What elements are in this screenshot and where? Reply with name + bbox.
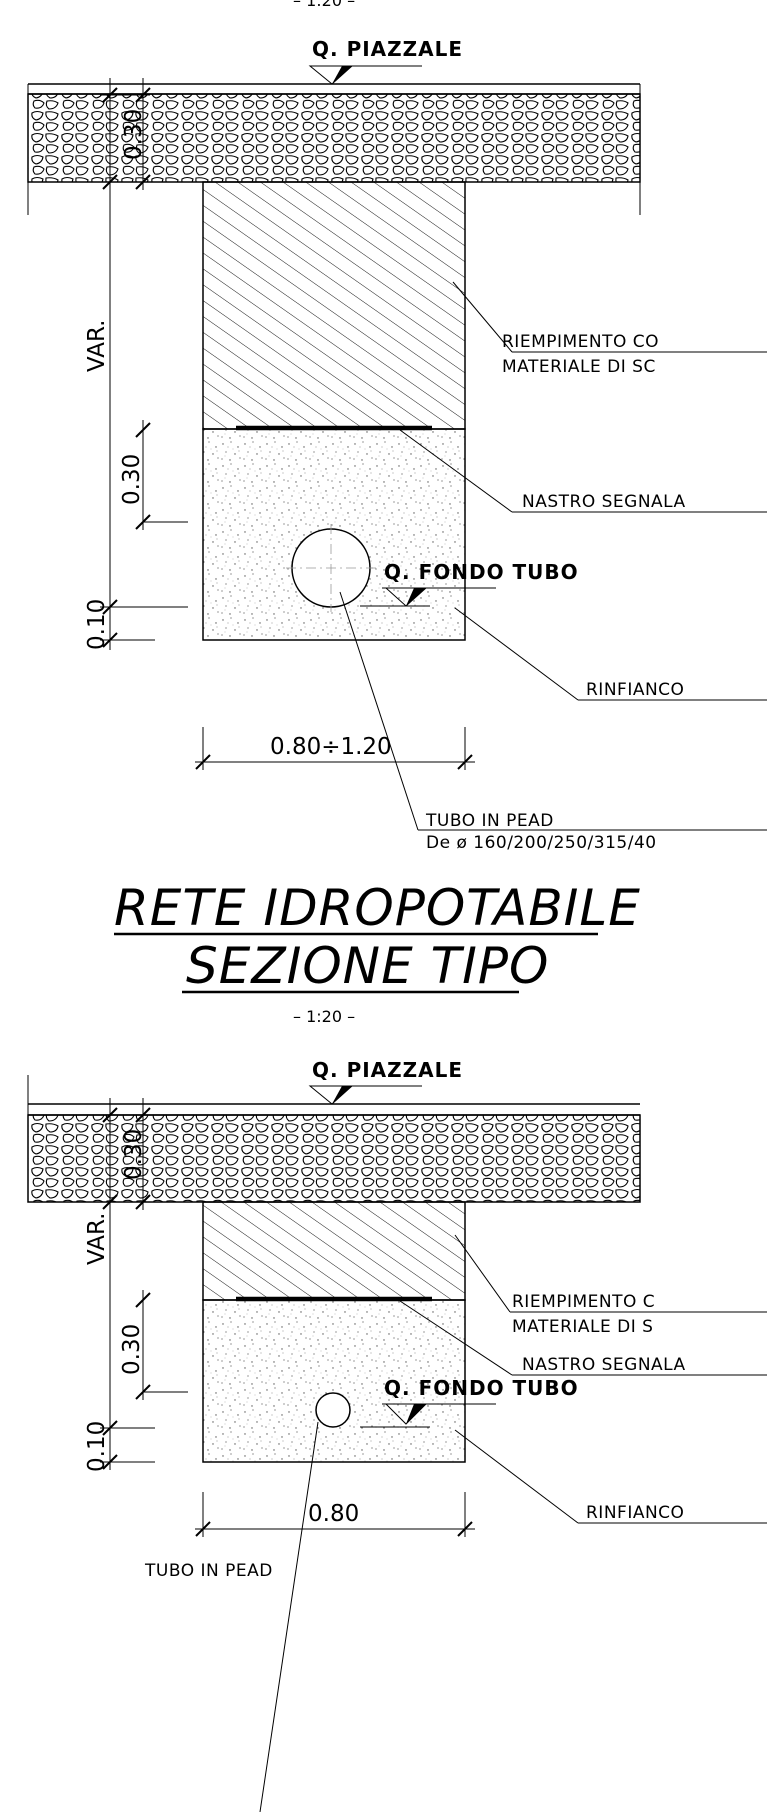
- label-pipe-diameters: De ø 160/200/250/315/40: [426, 833, 657, 853]
- dim-tape-depth: 0.30: [119, 454, 145, 505]
- label-pipe-2: TUBO IN PEAD: [144, 1561, 273, 1581]
- backfill-zone-2: [202, 1201, 466, 1301]
- ground-mark-label: Q. PIAZZALE: [312, 37, 463, 61]
- sand-bedding-zone-2: [202, 1299, 466, 1463]
- pipe-bottom-mark-label-2: Q. FONDO TUBO: [384, 1376, 579, 1400]
- dim-base-depth-2: 0.10: [84, 1421, 110, 1472]
- label-pipe: TUBO IN PEAD: [425, 811, 554, 831]
- gravel-layer-2: [27, 1114, 641, 1203]
- pipe-circle-2: [315, 1392, 351, 1428]
- top-scale: – 1:20 –: [293, 0, 355, 10]
- title-line-2: SEZIONE TIPO: [186, 937, 549, 995]
- dim-trench-width-2: 0.80: [308, 1501, 359, 1527]
- label-backfill-2: RIEMPIMENTO C: [512, 1292, 655, 1312]
- pipe-bottom-mark-label: Q. FONDO TUBO: [384, 560, 579, 584]
- dim-trench-width: 0.80÷1.20: [270, 734, 392, 760]
- dim-tape-depth-2: 0.30: [119, 1324, 145, 1375]
- section-2: Q. PIAZZALE Q. FONDO TUBO 0.30 VAR. 0.: [27, 1058, 767, 1812]
- title-line-1: RETE IDROPOTABILE: [114, 879, 641, 937]
- label-warning-tape: NASTRO SEGNALA: [522, 492, 686, 512]
- dim-layer-thickness: 0.30: [121, 109, 147, 160]
- label-bedding-2: RINFIANCO: [586, 1503, 684, 1523]
- dim-variable-depth: VAR.: [84, 320, 110, 372]
- label-backfill-material: MATERIALE DI SC: [502, 357, 656, 377]
- dim-base-depth: 0.10: [84, 599, 110, 650]
- section-1: Q. PIAZZALE Q. FONDO TUBO: [27, 37, 767, 853]
- backfill-zone: [202, 181, 466, 430]
- label-backfill-material-2: MATERIALE DI S: [512, 1317, 653, 1337]
- title-block: RETE IDROPOTABILE SEZIONE TIPO – 1:20 –: [114, 879, 641, 1026]
- label-backfill: RIEMPIMENTO CO: [502, 332, 659, 352]
- dim-variable-depth-2: VAR.: [84, 1213, 110, 1265]
- mid-scale: – 1:20 –: [293, 1007, 355, 1026]
- label-bedding: RINFIANCO: [586, 680, 684, 700]
- gravel-layer: [27, 93, 641, 183]
- ground-mark-label-2: Q. PIAZZALE: [312, 1058, 463, 1082]
- label-warning-tape-2: NASTRO SEGNALA: [522, 1355, 686, 1375]
- dim-layer-thickness-2: 0.30: [121, 1129, 147, 1180]
